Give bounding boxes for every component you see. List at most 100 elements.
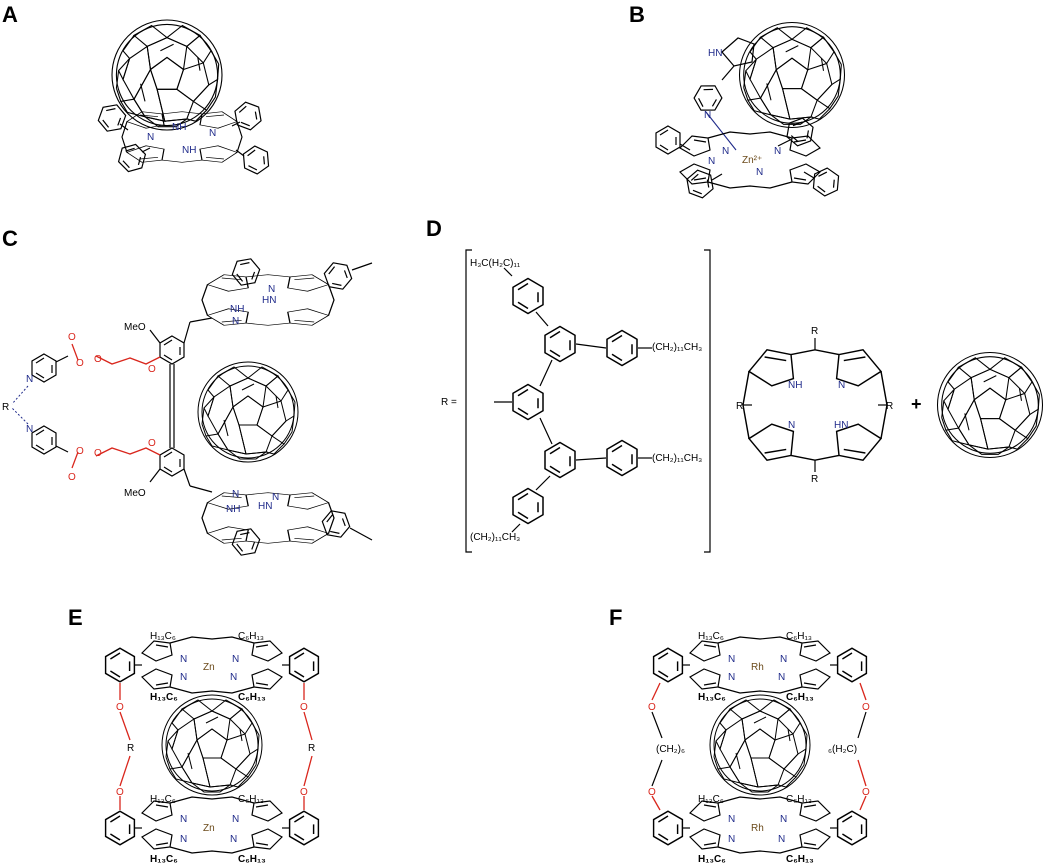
panel-e-molecule: O O O O R R H₁₃C₆ C₆H₁₃ H₁₃C₆ C₆H₁₃ Zn N… xyxy=(104,631,320,865)
panel-e-top-tr: C₆H₁₃ xyxy=(238,631,264,642)
panel-f-top-tr: C₆H₁₃ xyxy=(786,631,812,642)
panel-f-bot-n1: N xyxy=(728,814,735,825)
panel-c-pyridine-n2: N xyxy=(26,424,33,435)
panel-c-o8: O xyxy=(76,446,84,457)
panel-e-top-zn: Zn xyxy=(203,662,215,673)
panel-d-plus: + xyxy=(911,394,922,414)
panel-c-n-a2: N xyxy=(232,316,239,327)
panel-d-hn: HN xyxy=(834,420,848,431)
panel-b-hn: HN xyxy=(708,48,722,59)
panel-e-bot-n1: N xyxy=(180,814,187,825)
panel-d-r-bottom: R xyxy=(811,474,818,485)
panel-f-top-n4: N xyxy=(778,672,785,683)
panel-e-top-tl: H₁₃C₆ xyxy=(150,631,176,642)
panel-label-d: D xyxy=(426,216,442,241)
panel-d-r-right: R xyxy=(886,401,893,412)
panel-e-top-n2: N xyxy=(232,654,239,665)
panel-c-r: R xyxy=(2,402,9,413)
panel-e-o4: O xyxy=(300,787,308,798)
panel-e-o1: O xyxy=(116,702,124,713)
panel-f-o1: O xyxy=(648,702,656,713)
panel-e-top-br: C₆H₁₃ xyxy=(238,692,266,703)
panel-e-bot-n3: N xyxy=(180,834,187,845)
panel-d-r-top: R xyxy=(811,326,818,337)
panel-c-n-a1: N xyxy=(268,284,275,295)
panel-c-hn-a: HN xyxy=(262,295,276,306)
panel-f-bot-rh: Rh xyxy=(751,823,764,834)
panel-d-chain-top: H₃C(H₂C)₁₁ xyxy=(470,258,521,269)
panel-e-bot-br: C₆H₁₃ xyxy=(238,854,266,865)
panel-f-o3: O xyxy=(862,702,870,713)
panel-a-nh-bottom: NH xyxy=(182,145,196,156)
panel-b-n2: N xyxy=(774,146,781,157)
panel-b-molecule: HN N Zn²⁺ N N N N xyxy=(655,21,846,201)
panel-f-bot-br: C₆H₁₃ xyxy=(786,854,814,865)
panel-e-bot-tl: H₁₃C₆ xyxy=(150,794,176,805)
panel-b-n3: N xyxy=(708,156,715,167)
panel-e-bot-tr: C₆H₁₃ xyxy=(238,794,264,805)
panel-e-top-n4: N xyxy=(230,672,237,683)
panel-d-molecule: R = H₃C(H₂C)₁₁ (CH₂)₁₁CH₃ (CH₂)₁₁CH₃ (CH… xyxy=(441,249,1044,553)
panel-d-n-right: N xyxy=(838,380,845,391)
panel-b-n4: N xyxy=(756,167,763,178)
panel-f-top-n2: N xyxy=(780,654,787,665)
panel-f-bot-n2: N xyxy=(780,814,787,825)
panel-b-n1: N xyxy=(722,146,729,157)
panel-label-c: C xyxy=(2,226,18,251)
panel-e-top-n3: N xyxy=(180,672,187,683)
panel-f-o2: O xyxy=(648,787,656,798)
panel-c-nh-b: NH xyxy=(226,504,240,515)
panel-c-o3: O xyxy=(68,332,76,343)
panel-label-b: B xyxy=(629,2,645,27)
panel-d-r-equals: R = xyxy=(441,397,457,408)
panel-a-n-left: N xyxy=(147,132,154,143)
panel-label-f: F xyxy=(609,605,623,630)
panel-e-bot-zn: Zn xyxy=(203,823,215,834)
panel-f-bot-tr: C₆H₁₃ xyxy=(786,794,812,805)
panel-label-e: E xyxy=(68,605,83,630)
panel-c-meo-top: MeO xyxy=(124,322,146,333)
panel-a-molecule: NH N N NH xyxy=(95,19,270,176)
panel-f-top-bl: H₁₃C₆ xyxy=(698,692,726,703)
panel-f-bot-n3: N xyxy=(728,834,735,845)
panel-a-nh-top: NH xyxy=(172,122,186,133)
panel-f-molecule: O O O O (CH₂)₆ ₆(H₂C) H₁₃C₆ C₆H₁₃ H₁₃C₆ … xyxy=(648,631,870,865)
panel-c-o7: O xyxy=(68,472,76,483)
panel-c-pyridine-n1: N xyxy=(26,374,33,385)
panel-f-top-n3: N xyxy=(728,672,735,683)
panel-c-o4: O xyxy=(76,358,84,369)
panel-d-r-left: R xyxy=(736,401,743,412)
panel-e-bot-n4: N xyxy=(230,834,237,845)
panel-f-top-rh: Rh xyxy=(751,662,764,673)
panel-e-top-n1: N xyxy=(180,654,187,665)
panel-e-r1: R xyxy=(127,743,134,754)
panel-b-zinc: Zn²⁺ xyxy=(742,155,762,166)
panel-d-nh: NH xyxy=(788,380,802,391)
panel-c-molecule: NH N HN N N NH N HN MeO MeO O O O O O O xyxy=(2,254,373,560)
panel-c-o6: O xyxy=(94,448,102,459)
panel-e-o2: O xyxy=(116,787,124,798)
panel-d-chain-right2: (CH₂)₁₁CH₃ xyxy=(652,453,702,464)
panel-f-bot-tl: H₁₃C₆ xyxy=(698,794,724,805)
panel-d-n-left: N xyxy=(788,420,795,431)
panel-e-bot-n2: N xyxy=(232,814,239,825)
panel-e-o3: O xyxy=(300,702,308,713)
panel-d-chain-right1: (CH₂)₁₁CH₃ xyxy=(652,342,702,353)
panel-f-top-tl: H₁₃C₆ xyxy=(698,631,724,642)
panel-c-hn-b: HN xyxy=(258,501,272,512)
panel-c-o2: O xyxy=(94,354,102,365)
panel-label-a: A xyxy=(2,2,18,27)
panel-d-chain-bottom: (CH₂)₁₁CH₃ xyxy=(470,532,520,543)
panel-c-meo-bottom: MeO xyxy=(124,488,146,499)
panel-f-top-n1: N xyxy=(728,654,735,665)
panel-e-bot-bl: H₁₃C₆ xyxy=(150,854,178,865)
panel-f-linker-left: (CH₂)₆ xyxy=(656,744,685,755)
panel-f-bot-bl: H₁₃C₆ xyxy=(698,854,726,865)
panel-e-top-bl: H₁₃C₆ xyxy=(150,692,178,703)
panel-c-o5: O xyxy=(148,438,156,449)
panel-f-bot-n4: N xyxy=(778,834,785,845)
panel-c-n-b2: N xyxy=(272,492,279,503)
panel-a-n-right: N xyxy=(209,128,216,139)
panel-e-r2: R xyxy=(308,743,315,754)
